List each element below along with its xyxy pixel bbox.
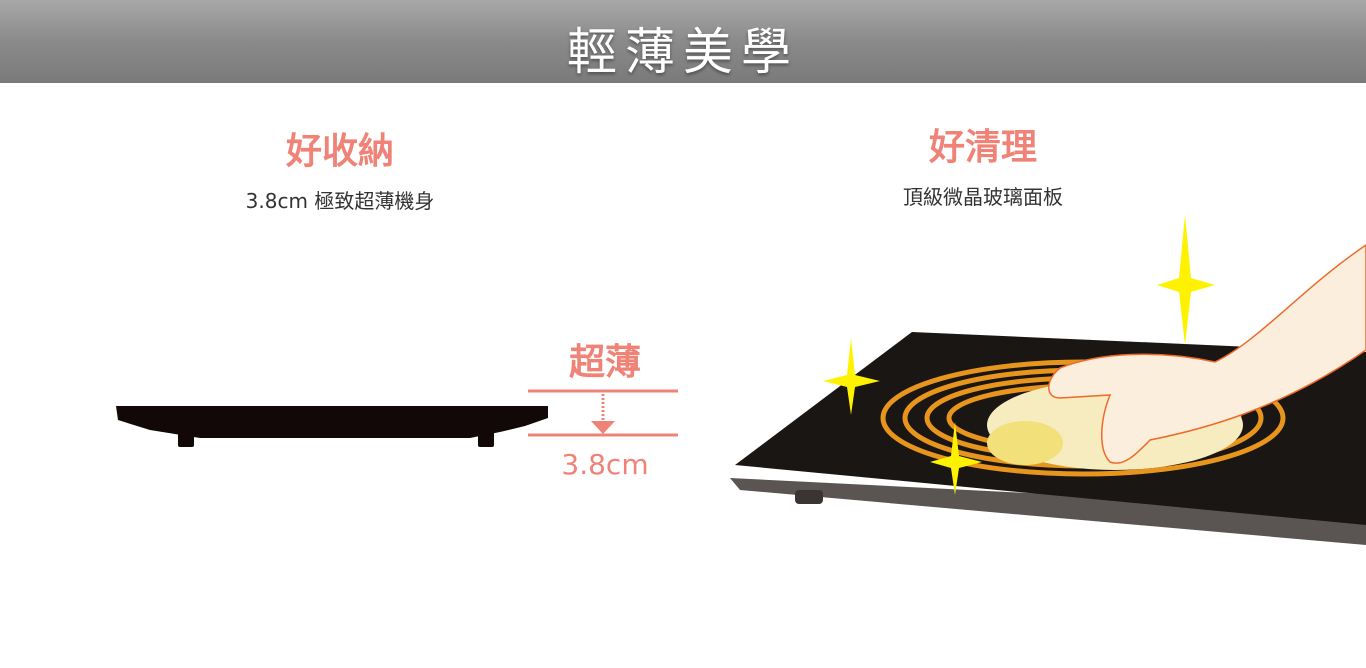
storage-heading: 好收納 xyxy=(285,131,394,172)
thickness-value: 3.8cm xyxy=(561,448,649,481)
storage-subtitle: 3.8cm 極致超薄機身 xyxy=(245,189,435,213)
sparkle-icons xyxy=(823,215,1215,495)
sparkle-icon xyxy=(930,422,982,495)
cleaning-heading: 好清理 xyxy=(928,127,1037,168)
cleaning-subtitle: 頂級微晶玻璃面板 xyxy=(903,185,1063,209)
cooktop-side-view xyxy=(116,406,548,447)
hand-illustration xyxy=(1048,244,1366,464)
ultra-thin-label: 超薄 xyxy=(568,342,641,383)
banner-title: 輕薄美學 xyxy=(567,23,799,81)
sparkle-icon xyxy=(823,338,880,415)
sparkle-icon xyxy=(1157,215,1215,345)
header-banner: 輕薄美學 xyxy=(0,0,1366,83)
arrow-down-icon xyxy=(591,421,615,434)
thickness-indicator xyxy=(528,389,678,437)
